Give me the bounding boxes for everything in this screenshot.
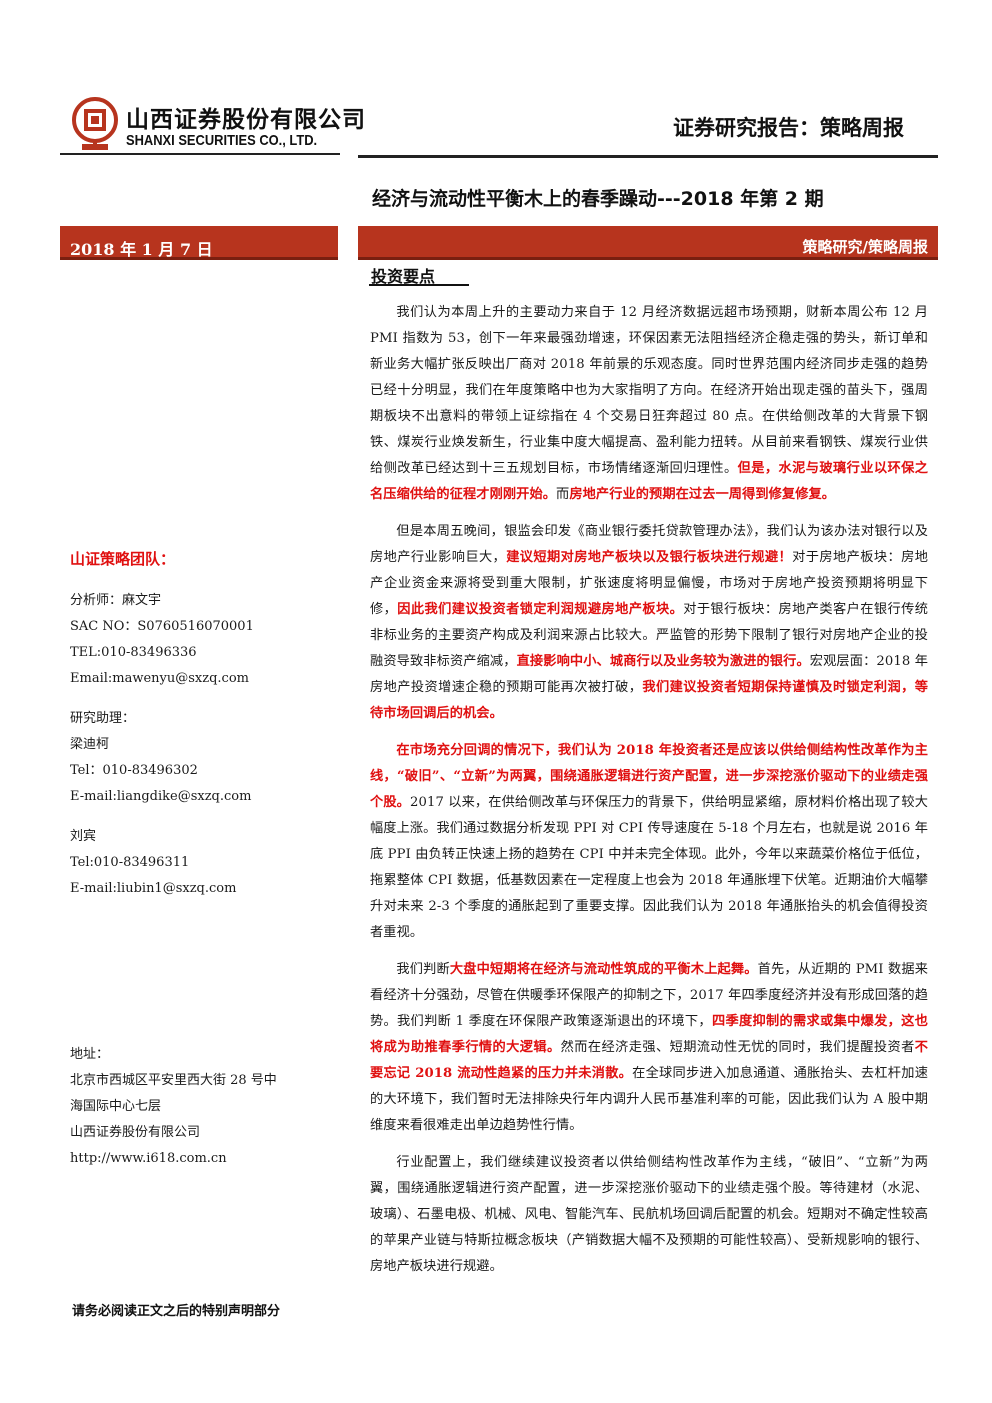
body-text: 而 [556, 487, 570, 502]
analyst-tel: TEL:010-83496336 [70, 645, 197, 660]
address-label: 地址： [70, 1047, 110, 1062]
body-text: 对于银行板块：房地产类客户在银行传统非标业务的主要资产构成及利润来源占比较大。严… [370, 602, 928, 669]
body-text: 行业配置上，我们继续建议投资者以供给侧结构性改革作为主线，“破旧”、“立新”为两… [370, 1155, 928, 1274]
assistant2-email: E-mail:liubin1@sxzq.com [70, 881, 237, 896]
report-body: 我们认为本周上升的主要动力来自于 12 月经济数据远超市场预期，财新本周公布 1… [370, 300, 928, 1291]
highlight-text: 但是，水泥与玻璃行业以环保之名压缩供给的征程才刚刚开始。 [370, 461, 928, 502]
highlight-text: 不要忘记 2018 流动性趋紧的压力并未消散。 [370, 1040, 928, 1081]
highlight-text: 大盘中短期将在经济与流动性筑成的平衡木上起舞。 [449, 962, 758, 977]
body-text: 2017 以来，在供给侧改革与环保压力的背景下，供给明显紧缩，原材料价格出现了较… [370, 795, 928, 940]
highlight-text: 建议短期对房地产板块以及银行板块进行规避！ [506, 550, 793, 565]
analyst-name: 分析师：麻文宇 [70, 593, 162, 608]
assistant1-tel: Tel：010-83496302 [70, 763, 198, 778]
paragraph-1: 我们认为本周上升的主要动力来自于 12 月经济数据远超市场预期，财新本周公布 1… [370, 300, 928, 508]
assistant1-email: E-mail:liangdike@sxzq.com [70, 789, 252, 804]
header-divider-right [358, 155, 938, 158]
highlight-text: 房地产行业的预期在过去一周得到修复修复。 [569, 487, 836, 502]
company-website[interactable]: http://www.i618.com.cn [70, 1151, 227, 1166]
company-seal-logo-icon [70, 96, 120, 152]
paragraph-5: 行业配置上，我们继续建议投资者以供给侧结构性改革作为主线，“破旧”、“立新”为两… [370, 1150, 928, 1280]
paragraph-3: 在市场充分回调的情况下，我们认为 2018 年投资者还是应该以供给侧结构性改革作… [370, 738, 928, 946]
report-title: 经济与流动性平衡木上的春季躁动---2018 年第 2 期 [372, 188, 824, 210]
assistant-label: 研究助理： [70, 711, 136, 726]
team-title: 山证策略团队： [70, 550, 176, 568]
disclaimer-note: 请务必阅读正文之后的特别声明部分 [72, 1304, 281, 1319]
body-text: 然而在经济走强、短期流动性无忧的同时，我们提醒投资者 [560, 1040, 915, 1055]
category-band [358, 226, 938, 260]
report-category: 策略研究/策略周报 [802, 238, 928, 256]
paragraph-4: 我们判断大盘中短期将在经济与流动性筑成的平衡木上起舞。首先，从近期的 PMI 数… [370, 957, 928, 1139]
company-name-cn: 山西证券股份有限公司 [126, 107, 366, 133]
date-band [60, 226, 338, 260]
company-name-en: SHANXI SECURITIES CO., LTD. [126, 132, 318, 149]
highlight-text: 四季度抑制的需求或集中爆发，这也将成为助推春季行情的大逻辑。 [370, 1014, 928, 1055]
address-block: 地址： 北京市西城区平安里西大街 28 号中 海国际中心七层 山西证券股份有限公… [70, 1042, 350, 1172]
body-text: 宏观层面：2018 年房地产投资增速企稳的预期可能再次被打破， [370, 654, 928, 695]
assistant2-tel: Tel:010-83496311 [70, 855, 190, 870]
analyst-email: Email:mawenyu@sxzq.com [70, 671, 249, 686]
body-text: 我们认为本周上升的主要动力来自于 12 月经济数据远超市场预期，财新本周公布 1… [370, 305, 928, 476]
highlight-text: 在市场充分回调的情况下，我们认为 2018 年投资者还是应该以供给侧结构性改革作… [370, 743, 928, 810]
highlight-text: 我们建议投资者短期保持谨慎及时锁定利润，等待市场回调后的机会。 [370, 680, 928, 721]
analyst-sac-no: SAC NO：S0760516070001 [70, 619, 254, 634]
section-heading: 投资要点 [371, 267, 436, 286]
body-text: 在全球同步进入加息通道、通胀抬头、去杠杆加速的大环境下，我们暂时无法排除央行年内… [370, 1066, 928, 1133]
body-text: 首先，从近期的 PMI 数据来看经济十分强劲，尽管在供暖季环保限产的抑制之下，2… [370, 962, 929, 1029]
report-type-label: 证券研究报告：策略周报 [673, 116, 904, 140]
address-line-1: 北京市西城区平安里西大街 28 号中 [70, 1073, 277, 1088]
address-line-2: 海国际中心七层 [70, 1099, 162, 1114]
paragraph-2: 但是本周五晚间，银监会印发《商业银行委托贷款管理办法》，我们认为该办法对银行以及… [370, 519, 928, 727]
header-divider-left [60, 153, 340, 155]
address-company: 山西证券股份有限公司 [70, 1125, 201, 1140]
sidebar-team-info: 山证策略团队： 分析师：麻文宇 SAC NO：S0760516070001 TE… [70, 548, 340, 902]
assistant1-name: 梁迪柯 [70, 737, 110, 752]
section-heading-underline [369, 284, 469, 286]
highlight-text: 直接影响中小、城商行以及业务较为激进的银行。 [516, 654, 810, 669]
report-date: 2018 年 1 月 7 日 [70, 240, 213, 259]
assistant2-name: 刘宾 [70, 829, 97, 844]
body-text: 我们判断 [396, 962, 450, 977]
body-text: 对于房地产板块：房地产企业资金来源将受到重大限制，扩张速度将明显偏慢，市场对于房… [370, 550, 929, 617]
body-text: 但是本周五晚间，银监会印发《商业银行委托贷款管理办法》，我们认为该办法对银行以及… [370, 524, 928, 565]
highlight-text: 因此我们建议投资者锁定利润规避房地产板块。 [397, 602, 684, 617]
